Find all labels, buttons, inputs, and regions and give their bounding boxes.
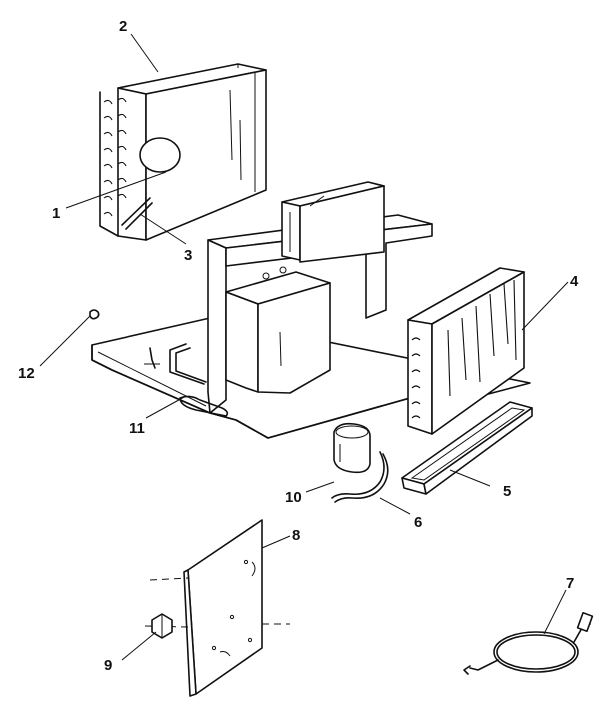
part-3-sensor-bulb: [121, 197, 151, 226]
condenser-coil-part-4: [407, 267, 525, 435]
coil-tube-ends: [99, 91, 127, 237]
callout-8: 8: [292, 527, 300, 544]
callout-5: 5: [503, 483, 511, 500]
tube-part-6: [331, 451, 389, 503]
callout-3: 3: [184, 247, 192, 264]
drain-tray-part-5: [401, 401, 533, 495]
part-1-round-cover: [139, 137, 181, 173]
callout-6: 6: [414, 514, 422, 531]
callout-labels: 2 1 3 4 12 11 5 10 6 8 9 7: [18, 18, 579, 674]
callout-11: 11: [129, 420, 145, 437]
callout-4: 4: [570, 273, 579, 290]
callout-10: 10: [285, 489, 302, 506]
callout-12: 12: [18, 365, 35, 382]
part-11-bent-tube: [144, 343, 207, 385]
power-cord-part-7: [463, 611, 594, 675]
callout-1: 1: [52, 205, 60, 222]
evaporator-coil-part-2: [99, 63, 267, 241]
callout-2: 2: [119, 18, 127, 35]
clip-part-9: [151, 613, 173, 639]
screw-part-12: [89, 309, 100, 320]
side-panel-part-8: [144, 519, 290, 697]
leader-lines: [39, 33, 569, 661]
base-pan-chassis: [91, 181, 531, 439]
capacitor-part-10: [333, 422, 371, 474]
callout-9: 9: [104, 657, 112, 674]
callout-7: 7: [566, 575, 574, 592]
